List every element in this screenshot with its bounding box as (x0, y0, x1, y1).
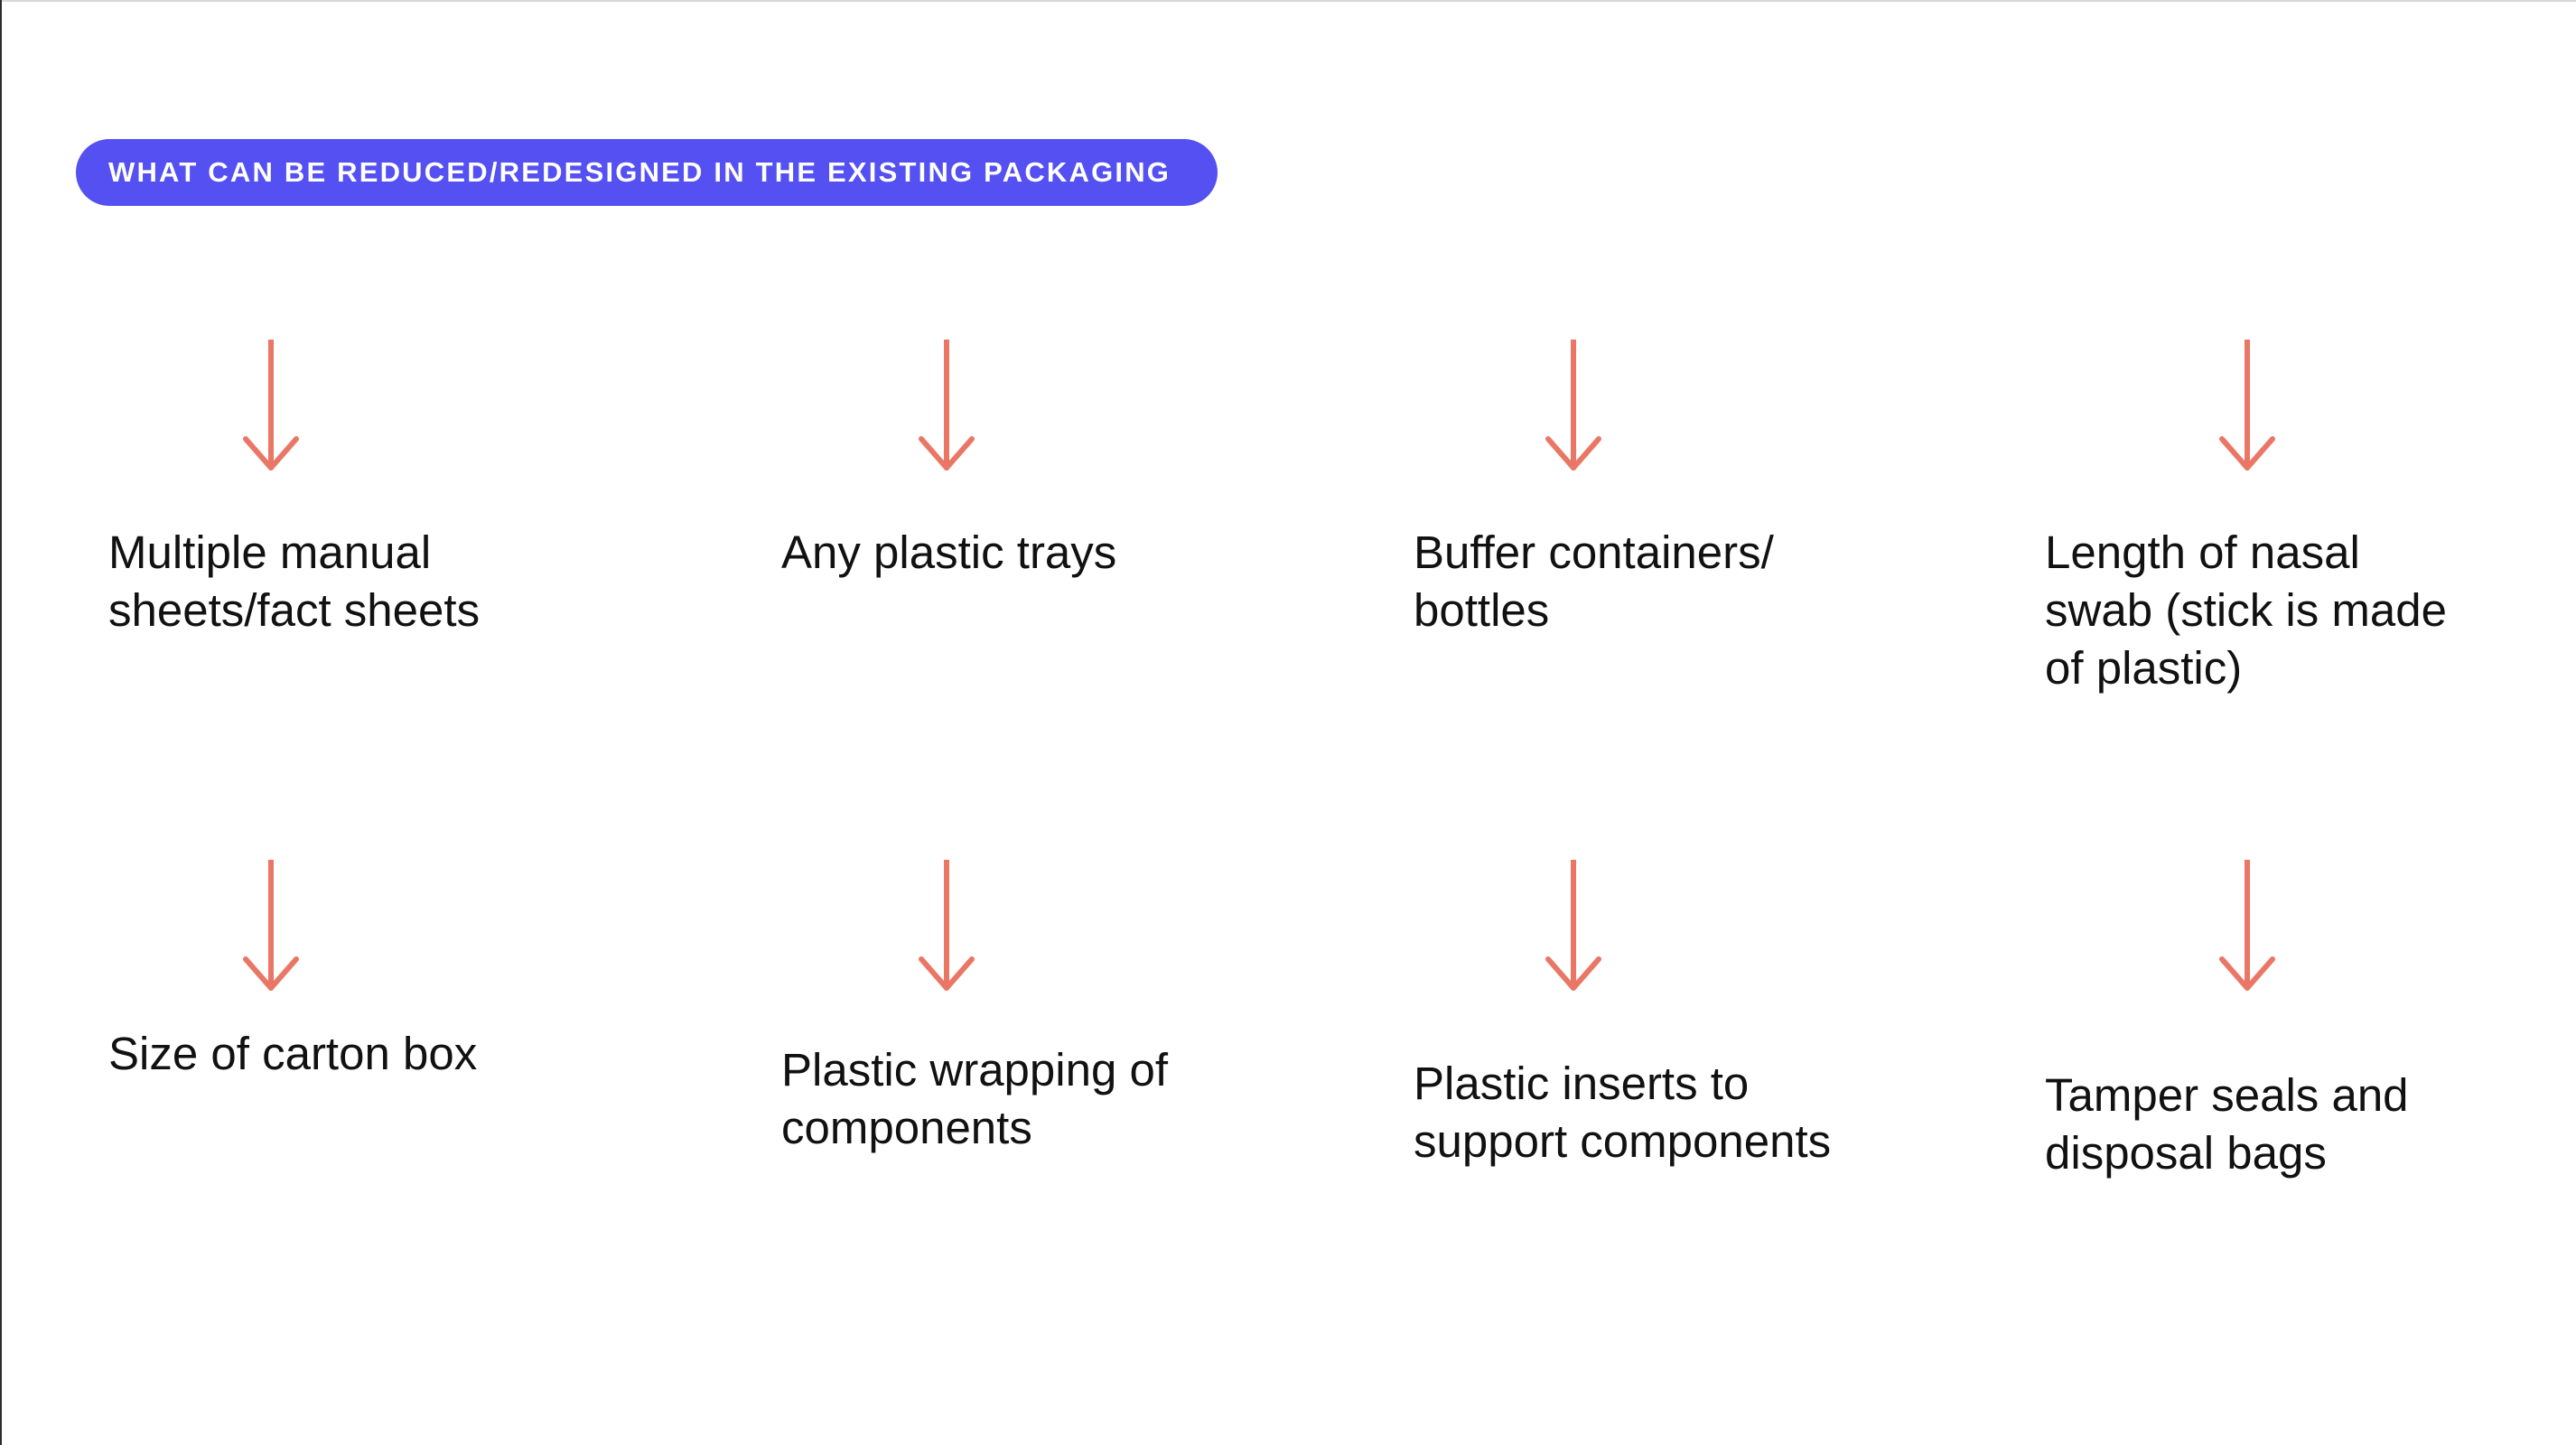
section-heading-label: WHAT CAN BE REDUCED/REDESIGNED IN THE EX… (108, 156, 1171, 188)
arrow-down-icon (2218, 340, 2276, 473)
item-buffer-containers: Buffer containers/ bottles (1414, 527, 1774, 636)
frame-top-edge (0, 0, 2576, 2)
frame-left-edge (0, 0, 2, 1445)
item-plastic-trays: Any plastic trays (781, 527, 1117, 578)
arrow-down-icon (242, 860, 300, 993)
arrow-down-icon (2218, 860, 2276, 993)
arrow-down-icon (918, 860, 975, 993)
item-plastic-inserts: Plastic inserts to support components (1414, 1058, 1832, 1167)
item-tamper-seals: Tamper seals and disposal bags (2045, 1069, 2409, 1179)
section-heading-pill: WHAT CAN BE REDUCED/REDESIGNED IN THE EX… (76, 139, 1218, 206)
arrow-down-icon (1545, 340, 1602, 473)
arrow-down-icon (918, 340, 975, 473)
item-plastic-wrapping: Plastic wrapping of components (781, 1044, 1169, 1153)
item-manual-sheets: Multiple manual sheets/fact sheets (108, 527, 481, 636)
item-nasal-swab-length: Length of nasal swab (stick is made of p… (2045, 527, 2447, 694)
arrow-down-icon (1545, 860, 1602, 993)
item-carton-box-size: Size of carton box (108, 1028, 478, 1079)
arrow-down-icon (242, 340, 300, 473)
